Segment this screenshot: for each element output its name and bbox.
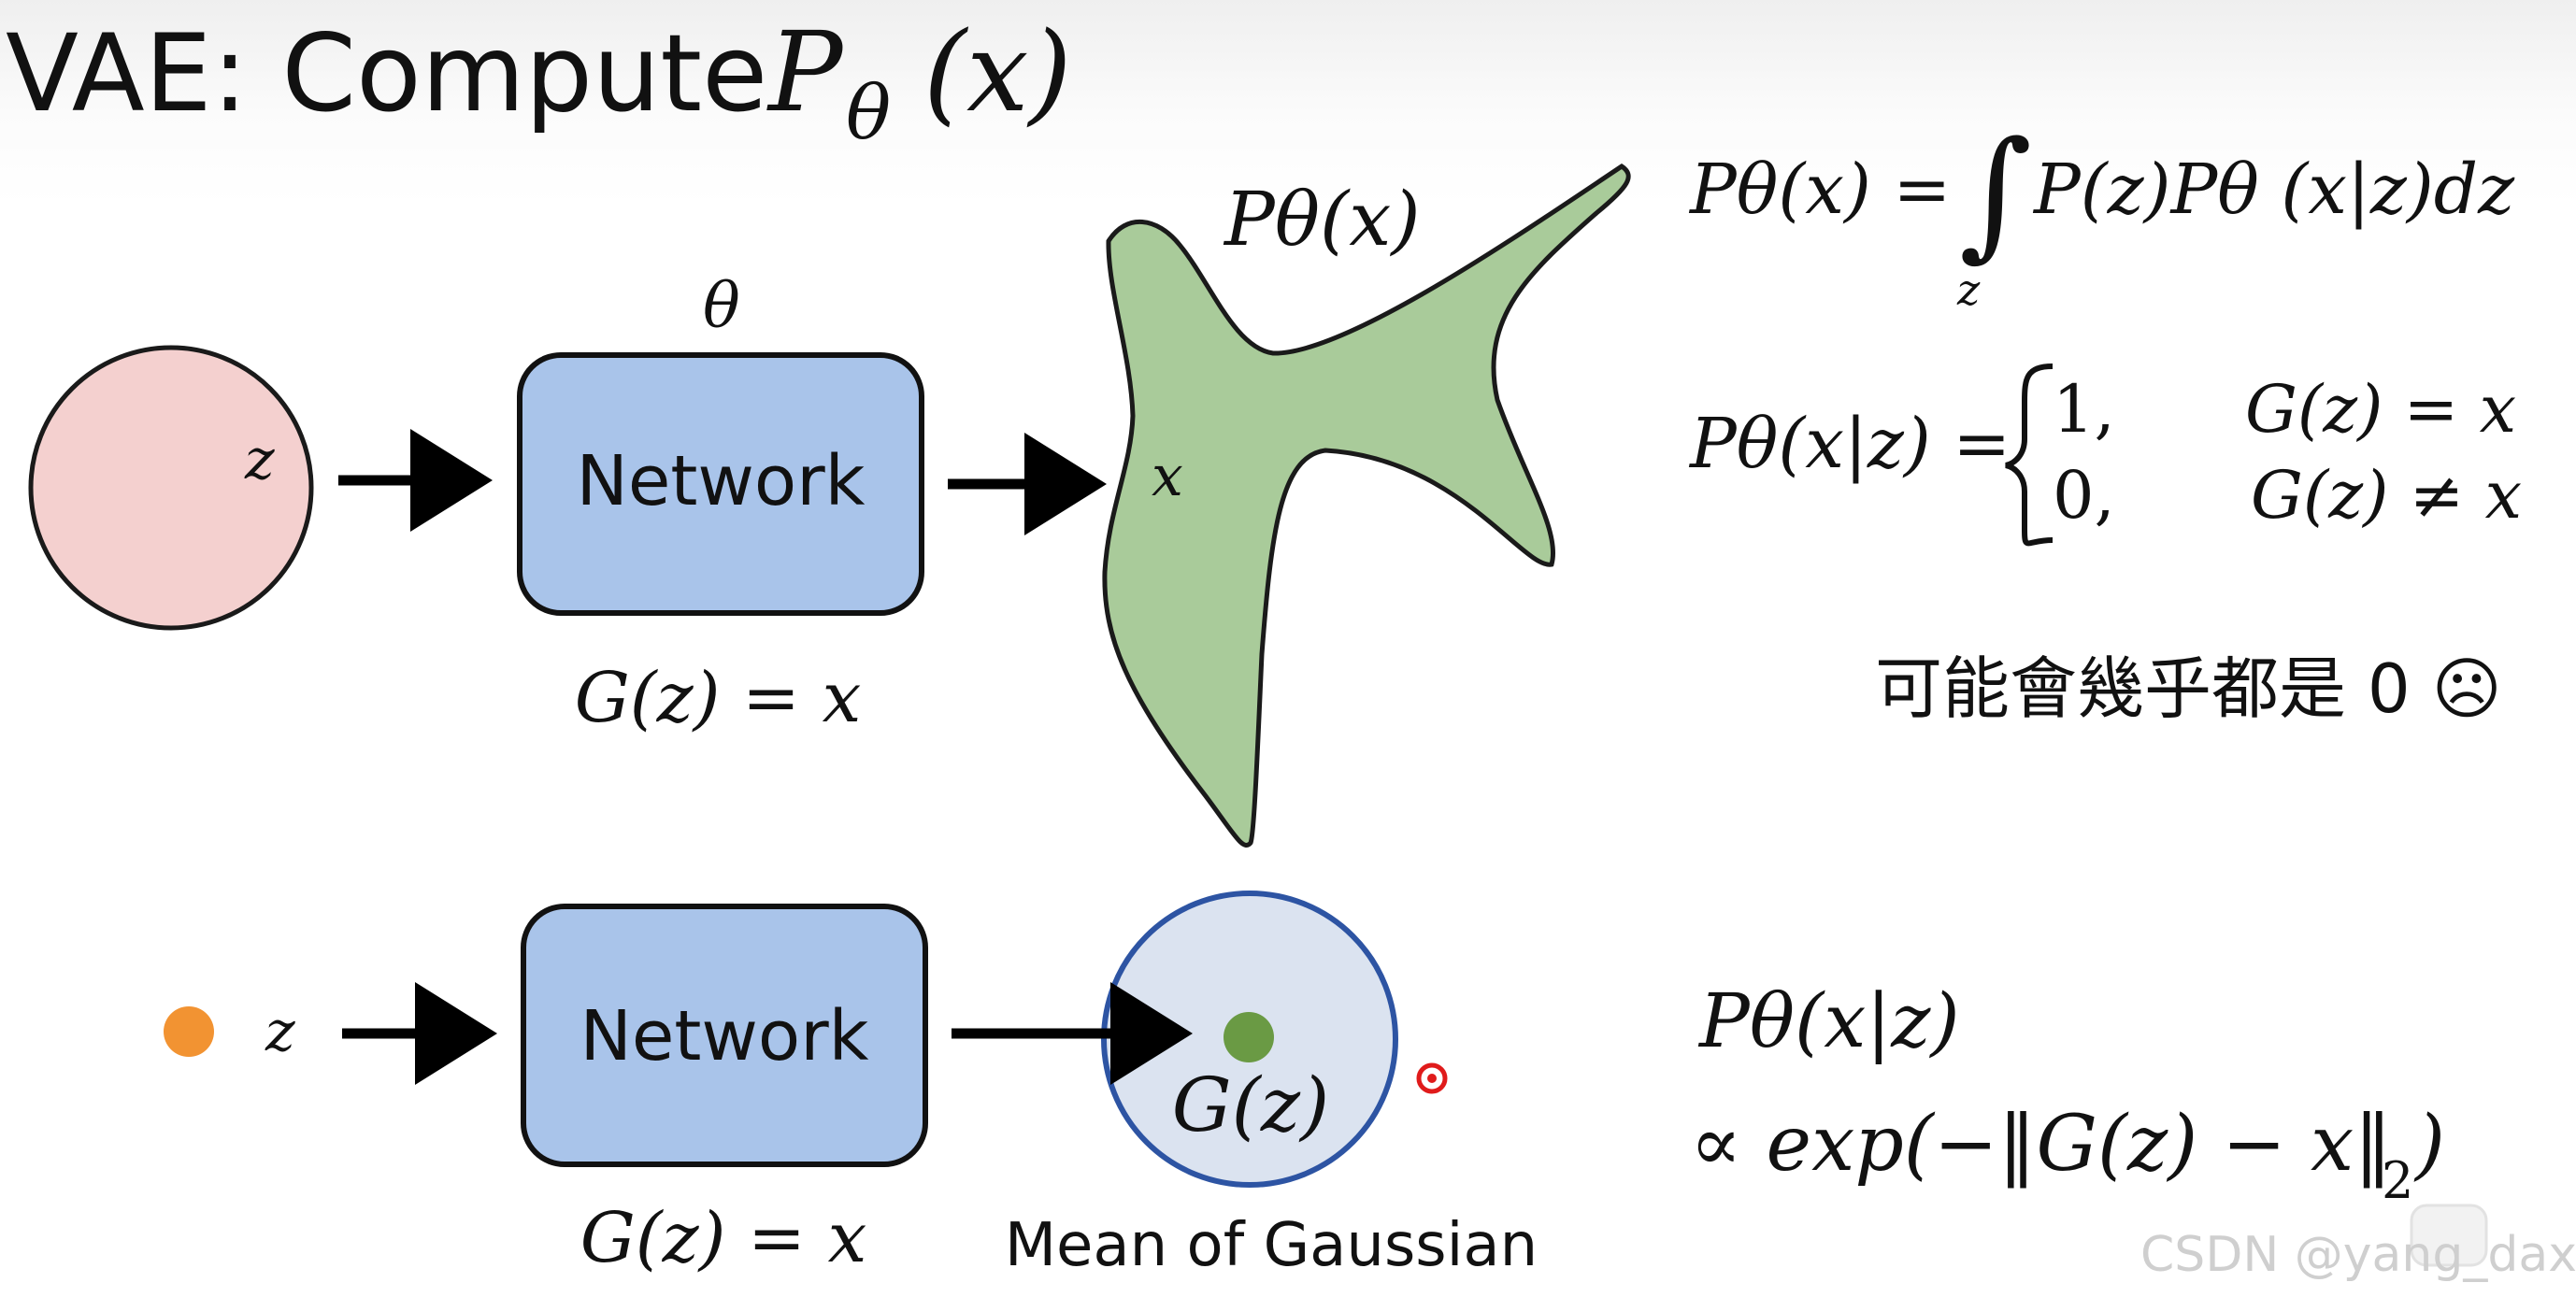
laser-pointer-dot: [1427, 1074, 1437, 1083]
eq-conditional-lhs: Pθ(x|z) =: [1688, 404, 2011, 484]
gaussian-caption: Mean of Gaussian: [1005, 1211, 1538, 1280]
z-sample-dot: [164, 1006, 214, 1057]
case-2-condition: G(z) ≠ x: [2251, 457, 2522, 534]
gaussian-mean-dot: [1224, 1012, 1274, 1062]
eq-gaussian-close: ): [2413, 1100, 2445, 1189]
integral-subscript: z: [1956, 264, 1981, 315]
case-2-value: 0,: [2053, 457, 2115, 534]
cases-brace: [2005, 363, 2054, 547]
eq-gaussian-line1: Pθ(x|z): [1697, 977, 1960, 1064]
theta-label: θ: [703, 270, 740, 342]
case-1-condition: G(z) = x: [2245, 371, 2516, 448]
data-distribution-shape: [1102, 163, 1631, 848]
prior-z-label: z: [244, 427, 275, 492]
watermark-logo-icon: [2410, 1204, 2488, 1267]
bottom-row: z Network G(z) = x G(z) Mean of Gaussian: [164, 891, 1538, 1280]
mapping-top: G(z) = x: [575, 658, 862, 738]
network-box-top: [517, 352, 924, 616]
prior-circle: [28, 345, 314, 631]
watermark-text: CSDN @yang_daxia: [2140, 1227, 2576, 1283]
mapping-bottom: G(z) = x: [580, 1198, 867, 1278]
gaussian-center-label: G(z): [1172, 1062, 1329, 1148]
network-label-bottom: Network: [580, 996, 869, 1076]
case-1-value: 1,: [2053, 371, 2115, 448]
integral-sign: ∫: [1959, 112, 2032, 275]
watermark: CSDN @yang_daxia: [2140, 1204, 2576, 1283]
laser-pointer-ring: [1416, 1062, 1448, 1094]
network-label-top: Network: [577, 441, 866, 521]
top-row: z θ Network G(z) = x Pθ(x) x: [28, 163, 1631, 848]
eq-gaussian-line2: ∝ exp(−‖G(z) − x‖: [1690, 1100, 2392, 1189]
note-almost-zero: 可能會幾乎都是 0 ☹: [1875, 649, 2502, 728]
distribution-label: Pθ(x): [1223, 176, 1421, 263]
eq-marginal-lhs: Pθ(x) =: [1688, 150, 1951, 230]
distribution-x-label: x: [1152, 444, 1183, 509]
eq-marginal-rhs: P(z)Pθ (x|z)dz: [2032, 150, 2515, 230]
eq-gaussian-subscript: 2: [2382, 1151, 2413, 1210]
network-box-bottom: [521, 904, 928, 1167]
title-math-p: P: [766, 7, 845, 136]
title-prefix: VAE: Compute: [6, 11, 767, 135]
equations-panel: Pθ(x) = ∫ z P(z)Pθ (x|z)dz Pθ(x|z) = 1, …: [1688, 112, 2522, 1210]
slide-title: VAE: Compute P θ (x): [6, 7, 1072, 156]
title-math-arg: (x): [923, 7, 1072, 136]
z-sample-label: z: [265, 999, 295, 1064]
title-math-theta: θ: [846, 69, 891, 156]
